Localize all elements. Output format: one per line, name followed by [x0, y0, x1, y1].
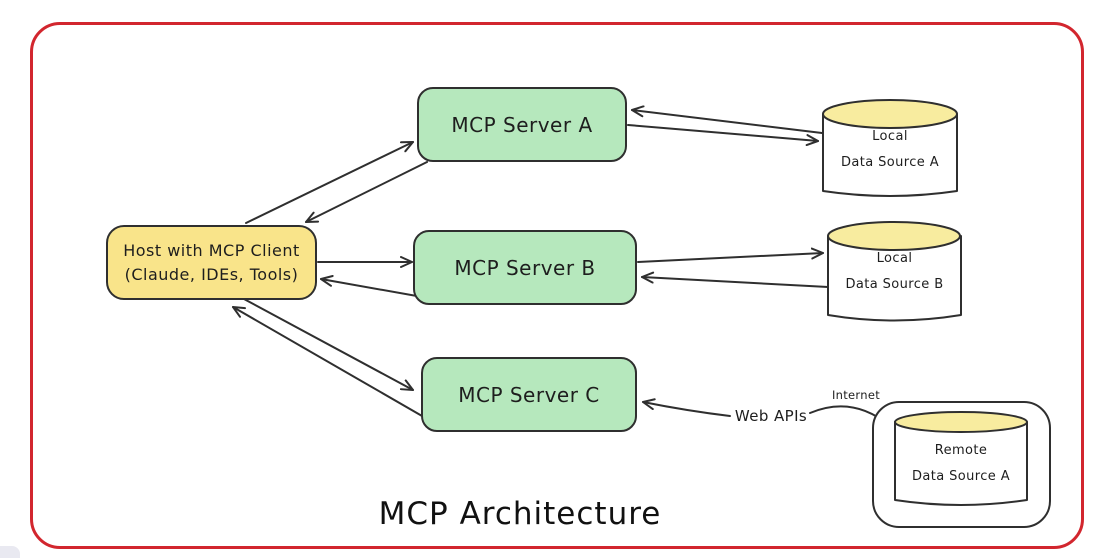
arrow-host-to-server-c	[243, 298, 414, 391]
arrow-source-b-to-server-b	[641, 271, 829, 288]
host-label-line1: Host with MCP Client	[123, 241, 300, 261]
cylinder-local-data-source-a	[822, 99, 958, 197]
source-b-line1: Local	[876, 251, 913, 266]
arrow-host-to-server-a	[245, 141, 414, 224]
server-b-node: MCP Server B	[413, 230, 637, 305]
arrow-webapis-to-server-c	[642, 398, 731, 417]
diagram-title: MCP Architecture	[378, 496, 662, 532]
arrow-server-a-to-host	[305, 161, 428, 223]
remote-data-source-label: Remote Data Source A	[895, 438, 1027, 490]
arrow-server-a-to-source-a	[627, 124, 819, 147]
source-a-line2: Data Source A	[840, 155, 940, 170]
server-b-label: MCP Server B	[454, 255, 596, 280]
arrow-server-b-to-host	[320, 275, 429, 299]
server-a-label: MCP Server A	[451, 112, 593, 137]
source-remote-line1: Remote	[934, 443, 988, 458]
cylinder-body	[827, 235, 962, 322]
screen-corner-artifact	[0, 546, 20, 558]
host-label-line2: (Claude, IDEs, Tools)	[124, 264, 299, 284]
source-a-line1: Local	[872, 129, 908, 144]
cylinder-top	[822, 99, 958, 129]
arrow-source-a-to-server-a	[631, 105, 823, 134]
cylinder-body	[822, 113, 958, 197]
cylinder-local-data-source-b	[827, 221, 962, 322]
arrow-server-c-to-host	[232, 306, 430, 421]
source-remote-line2: Data Source A	[911, 469, 1011, 484]
server-c-label: MCP Server C	[458, 382, 600, 407]
server-c-node: MCP Server C	[421, 357, 637, 432]
local-data-source-b-label: Local Data Source B	[828, 246, 961, 298]
cylinder-top	[894, 411, 1028, 433]
cylinder-body	[894, 421, 1028, 506]
server-a-node: MCP Server A	[417, 87, 627, 162]
remote-source-group	[872, 401, 1051, 528]
red-frame-border	[30, 22, 1084, 549]
cylinder-top	[827, 221, 961, 251]
source-b-line2: Data Source B	[845, 277, 944, 292]
internet-label: Internet	[831, 388, 881, 402]
web-apis-label: Web APIs	[734, 407, 808, 425]
local-data-source-a-label: Local Data Source A	[823, 124, 957, 176]
arrow-server-b-to-source-b	[637, 247, 824, 263]
host-node: Host with MCP Client (Claude, IDEs, Tool…	[106, 225, 317, 300]
